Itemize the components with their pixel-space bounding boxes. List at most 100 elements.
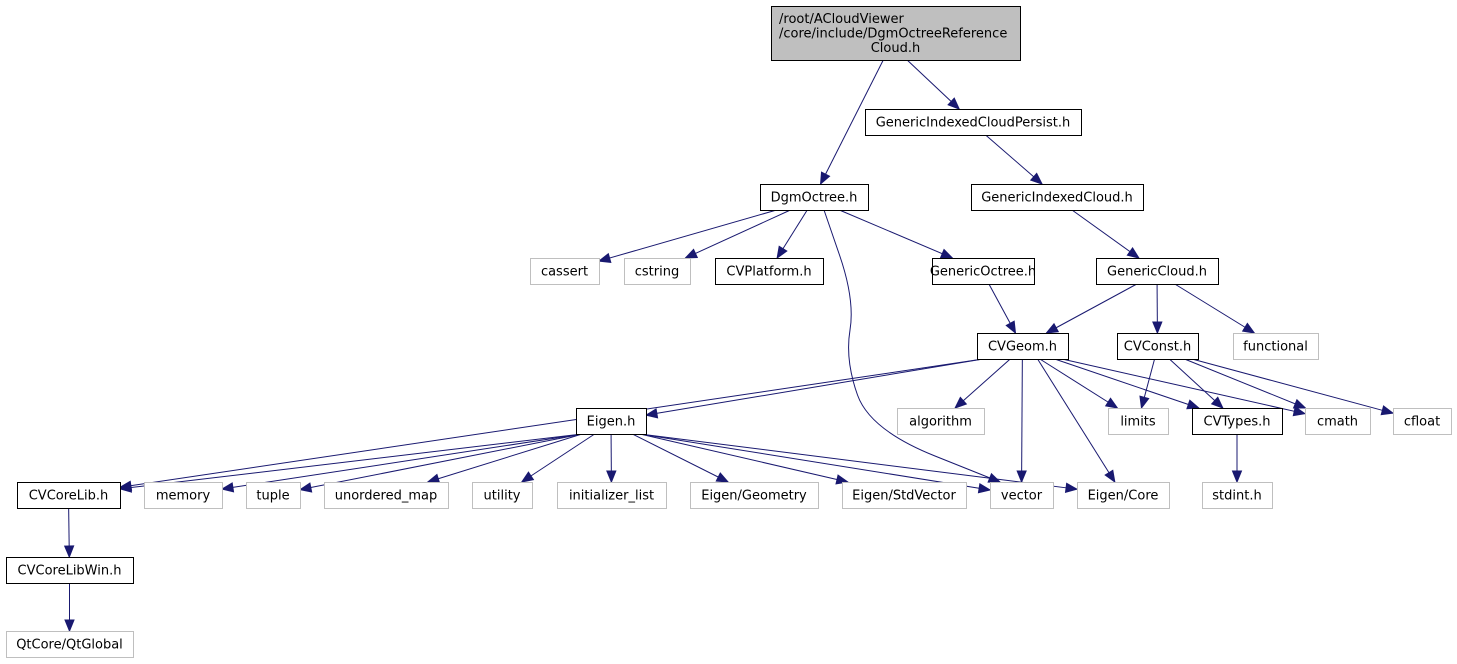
arrowhead-icon bbox=[426, 473, 441, 484]
arrowhead-icon bbox=[597, 252, 612, 263]
edge-line bbox=[1037, 358, 1116, 483]
node-box bbox=[1077, 482, 1170, 509]
node-vector[interactable]: vector bbox=[990, 482, 1054, 509]
node-box bbox=[971, 184, 1144, 211]
node-box bbox=[1305, 408, 1371, 435]
node-label: Cloud.h bbox=[871, 41, 921, 56]
edge-genericcloud-to-functional bbox=[1174, 283, 1256, 334]
arrowhead-icon bbox=[1292, 406, 1307, 417]
node-label: stdint.h bbox=[1212, 489, 1261, 504]
edge-line bbox=[1071, 209, 1140, 259]
node-algorithm[interactable]: algorithm bbox=[897, 408, 985, 435]
arrowhead-icon bbox=[1186, 399, 1201, 410]
node-label: Eigen.h bbox=[587, 415, 636, 430]
edge-eigen-to-initializer_list bbox=[606, 433, 617, 484]
edge-cvgeom-to-cmath bbox=[1061, 358, 1307, 417]
edge-cvgeom-to-algorithm bbox=[954, 358, 1011, 409]
edge-line bbox=[1054, 358, 1199, 409]
edge-cvgeom-to-limits bbox=[1039, 358, 1119, 409]
node-eigen-core[interactable]: Eigen/Core bbox=[1077, 482, 1170, 509]
edge-line bbox=[645, 358, 984, 416]
node-functional[interactable]: functional bbox=[1233, 333, 1319, 360]
edge-gicp-to-gic bbox=[985, 134, 1044, 185]
node-gicp[interactable]: GenericIndexedCloudPersist.h bbox=[865, 109, 1082, 136]
node-label: cfloat bbox=[1404, 415, 1440, 430]
edge-line bbox=[521, 433, 595, 483]
node-cvplatform[interactable]: CVPlatform.h bbox=[715, 258, 824, 285]
arrowhead-icon bbox=[64, 619, 75, 633]
edge-cvgeom-to-eigen_core bbox=[1037, 358, 1116, 484]
node-cmath[interactable]: cmath bbox=[1305, 408, 1371, 435]
node-unordered-map[interactable]: unordered_map bbox=[324, 482, 449, 509]
arrowhead-icon bbox=[684, 248, 699, 259]
edge-cvconst-to-cvtypes bbox=[1169, 358, 1224, 409]
node-cvtypes[interactable]: CVTypes.h bbox=[1192, 408, 1283, 435]
edge-cvcorelibwin-to-qtglobal bbox=[64, 583, 75, 633]
arrowhead-icon bbox=[1152, 321, 1163, 335]
arrowhead-icon bbox=[520, 471, 535, 483]
node-genericoctree[interactable]: GenericOctree.h bbox=[930, 258, 1036, 285]
node-cvconst[interactable]: CVConst.h bbox=[1117, 333, 1199, 360]
edge-eigen-to-unordered_map bbox=[426, 433, 583, 484]
node-label: GenericCloud.h bbox=[1107, 265, 1207, 280]
arrowhead-icon bbox=[1029, 172, 1044, 185]
edge-line bbox=[598, 209, 777, 262]
node-initializer-list[interactable]: initializer_list bbox=[557, 482, 667, 509]
node-label: tuple bbox=[256, 489, 289, 504]
node-genericcloud[interactable]: GenericCloud.h bbox=[1096, 258, 1219, 285]
arrowhead-icon bbox=[298, 482, 313, 493]
edge-cvgeom-to-vector bbox=[1016, 358, 1027, 484]
edge-line bbox=[427, 433, 583, 483]
node-cfloat[interactable]: cfloat bbox=[1393, 408, 1452, 435]
node-box bbox=[1202, 482, 1273, 509]
edge-eigen-to-cvcorelib bbox=[118, 433, 583, 493]
edge-line bbox=[1021, 358, 1023, 483]
arrowhead-icon bbox=[835, 474, 850, 485]
node-label: CVCoreLib.h bbox=[29, 489, 109, 504]
edge-genericoctree-to-cvgeom bbox=[988, 283, 1017, 335]
node-label: CVGeom.h bbox=[988, 340, 1057, 355]
node-cvcorelib[interactable]: CVCoreLib.h bbox=[17, 482, 121, 509]
edge-line bbox=[1039, 358, 1118, 409]
arrowhead-icon bbox=[1104, 469, 1116, 484]
node-root: /root/ACloudViewer/core/include/DgmOctre… bbox=[771, 6, 1021, 61]
arrowhead-icon bbox=[606, 470, 617, 484]
edge-line bbox=[119, 358, 984, 488]
edge-cvcorelib-to-cvcorelibwin bbox=[63, 507, 75, 559]
node-box bbox=[624, 258, 691, 285]
node-box bbox=[6, 631, 134, 658]
node-cvgeom[interactable]: CVGeom.h bbox=[977, 333, 1069, 360]
arrowhead-icon bbox=[1231, 470, 1243, 484]
node-qtglobal[interactable]: QtCore/QtGlobal bbox=[6, 631, 134, 658]
node-box bbox=[17, 482, 121, 509]
node-cassert[interactable]: cassert bbox=[530, 258, 600, 285]
node-label: vector bbox=[1001, 489, 1043, 504]
node-box bbox=[1192, 408, 1283, 435]
node-label: QtCore/QtGlobal bbox=[16, 638, 123, 653]
node-memory[interactable]: memory bbox=[144, 482, 223, 509]
node-box bbox=[897, 408, 985, 435]
node-tuple[interactable]: tuple bbox=[246, 482, 301, 509]
node-stdint[interactable]: stdint.h bbox=[1202, 482, 1273, 509]
edge-line bbox=[1061, 358, 1306, 415]
node-eigen-geometry[interactable]: Eigen/Geometry bbox=[690, 482, 819, 509]
node-label: CVCoreLibWin.h bbox=[18, 564, 122, 579]
node-utility[interactable]: utility bbox=[472, 482, 533, 509]
node-cstring[interactable]: cstring bbox=[624, 258, 691, 285]
arrowhead-icon bbox=[1380, 405, 1395, 416]
node-box bbox=[1393, 408, 1452, 435]
arrowhead-icon bbox=[1045, 322, 1060, 334]
node-label: /core/include/DgmOctreeReference bbox=[779, 27, 1007, 42]
edge-dgmoctree-to-cstring bbox=[684, 209, 791, 259]
node-label: GenericOctree.h bbox=[930, 265, 1036, 280]
arrowhead-icon bbox=[118, 482, 133, 493]
node-box bbox=[1233, 333, 1319, 360]
edge-gic-to-genericcloud bbox=[1071, 209, 1140, 259]
node-gic[interactable]: GenericIndexedCloud.h bbox=[971, 184, 1144, 211]
node-eigen-stdvector[interactable]: Eigen/StdVector bbox=[842, 482, 967, 509]
node-eigen[interactable]: Eigen.h bbox=[576, 408, 647, 435]
node-dgmoctree[interactable]: DgmOctree.h bbox=[760, 184, 869, 211]
node-limits[interactable]: limits bbox=[1108, 408, 1169, 435]
node-cvcorelibwin[interactable]: CVCoreLibWin.h bbox=[6, 557, 134, 584]
